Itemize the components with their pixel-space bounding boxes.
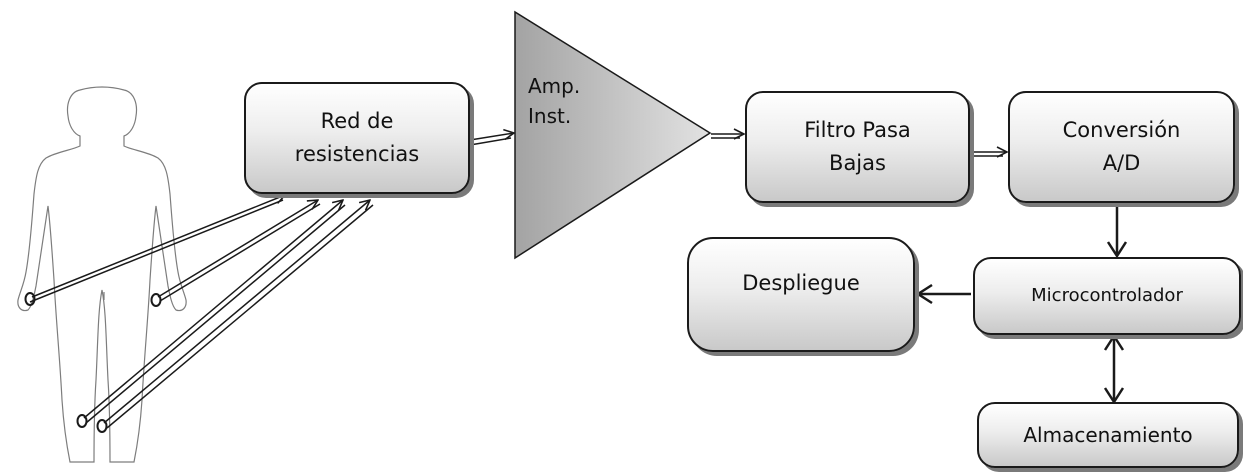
amp-inst-label: Amp. Inst. — [528, 71, 580, 131]
lead-1b — [29, 199, 284, 303]
lead-4 — [103, 200, 370, 424]
block-filtro-pasa-bajas: Filtro Pasa Bajas — [745, 91, 970, 203]
arrow-micro-alm-head-up — [1103, 333, 1125, 351]
body-outline — [17, 86, 187, 463]
lead-2 — [157, 200, 318, 298]
arrow-micro-to-desp-head — [915, 283, 933, 305]
human-body-figure — [17, 86, 187, 463]
lead-1 — [31, 195, 285, 298]
electrode-right-leg — [76, 414, 88, 428]
electrode-right-hand — [24, 292, 36, 306]
electrode-left-leg — [96, 419, 108, 433]
block-red-line-1: Red de — [320, 109, 394, 134]
lead-2b — [159, 203, 321, 302]
block-red-de-resistencias: Red de resistencias — [244, 82, 470, 194]
block-filtro-line-1: Filtro Pasa — [804, 118, 911, 143]
instrumentation-amplifier-triangle — [514, 10, 712, 260]
arrow-conv-to-micro-head — [1106, 241, 1128, 259]
block-filtro-line-2: Bajas — [829, 151, 886, 175]
block-red-line-2: resistencias — [294, 142, 420, 166]
block-conv-line-1: Conversión — [1062, 118, 1181, 143]
electrode-leads — [29, 195, 374, 429]
block-microcontrolador: Microcontrolador — [973, 257, 1241, 335]
electrodes — [24, 292, 162, 433]
amp-label-line-1: Amp. — [528, 74, 581, 98]
block-alm-label: Almacenamiento — [1023, 422, 1193, 447]
lead-3b — [85, 204, 346, 424]
block-despliegue: Despliegue — [687, 237, 915, 352]
lead-3 — [83, 200, 343, 419]
block-almacenamiento: Almacenamiento — [977, 402, 1239, 468]
amp-label-line-2: Inst. — [528, 104, 572, 128]
block-micro-label: Microcontrolador — [1031, 285, 1183, 307]
arrow-red-to-amp — [469, 133, 514, 141]
arrow-red-to-amp-b — [469, 137, 512, 146]
block-conversion-ad: Conversión A/D — [1008, 91, 1235, 203]
block-conv-line-2: A/D — [1102, 151, 1141, 175]
connector-arrows — [469, 133, 1007, 156]
block-desp-label: Despliegue — [742, 271, 860, 295]
thick-arrows — [915, 205, 1128, 405]
lead-4b — [106, 204, 374, 429]
